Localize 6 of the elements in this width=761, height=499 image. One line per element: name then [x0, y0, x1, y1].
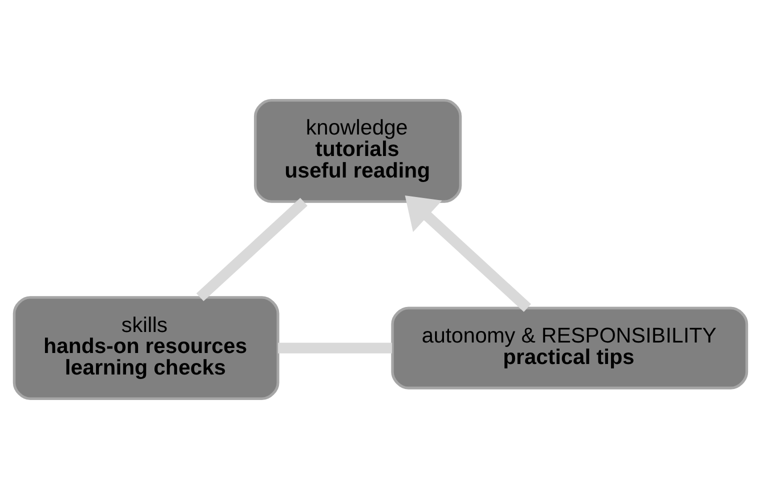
arrow	[405, 196, 532, 312]
node-box: knowledge tutorials useful reading	[254, 99, 462, 203]
connector	[278, 342, 392, 354]
connector	[196, 198, 308, 302]
node-box: autonomy & RESPONSIBILITY practical tips	[391, 306, 748, 390]
node-box: skills hands-on resources learning checks	[12, 296, 280, 400]
